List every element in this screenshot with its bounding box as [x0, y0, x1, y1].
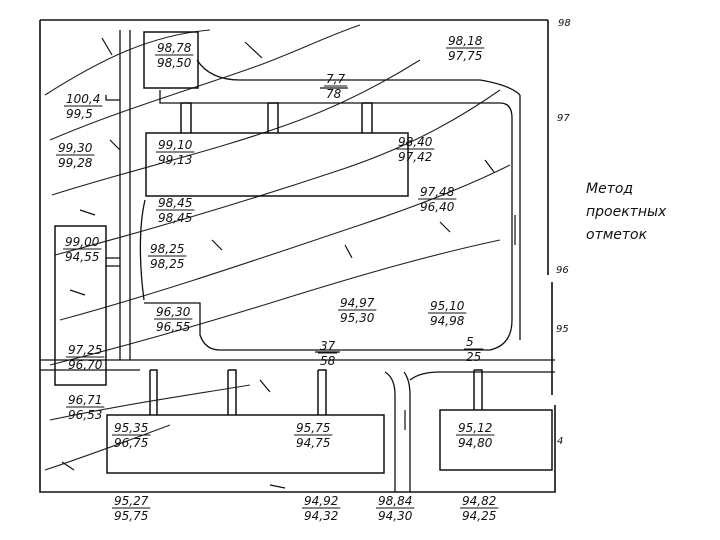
- slope-arrows: [61, 37, 516, 489]
- building: [143, 31, 199, 89]
- drives: [40, 30, 555, 492]
- elevation-existing: 94,55: [65, 250, 99, 264]
- elevation-existing: 94,25: [462, 509, 496, 523]
- elevation-existing: 95,75: [114, 509, 148, 523]
- elevation-existing: 98,25: [150, 257, 184, 271]
- contour-mark: 97: [557, 113, 570, 124]
- elevation-design: 99,30: [58, 141, 93, 155]
- elevation-design: 97,48: [420, 185, 455, 199]
- elevation-design: 95,27: [114, 494, 149, 508]
- elevation-design: 94,97: [340, 296, 375, 310]
- wing: [473, 369, 483, 410]
- caption-line: проектных: [586, 204, 667, 220]
- elevation-design: 96,30: [156, 305, 191, 319]
- elevation-design: 98,18: [448, 34, 483, 48]
- elevation-existing: 99,5: [66, 107, 93, 121]
- elevation-design: 95,12: [458, 421, 492, 435]
- elevation-design: 98,78: [157, 41, 192, 55]
- plan-base: [39, 19, 556, 493]
- elevation-existing: 98,50: [157, 56, 192, 70]
- buildings: [54, 31, 553, 474]
- caption-line: Метод: [586, 181, 634, 197]
- building: [106, 414, 385, 474]
- elevation-design: 98,40: [398, 135, 433, 149]
- elevation-existing: 96,70: [68, 358, 103, 372]
- elevation-design: 96,71: [68, 393, 102, 407]
- slope-value: 5: [466, 335, 474, 349]
- elevation-existing: 94,80: [458, 436, 493, 450]
- elevation-design: 98,45: [158, 196, 192, 210]
- wing: [317, 369, 327, 415]
- wing: [180, 102, 192, 133]
- elevation-design: 95,35: [114, 421, 148, 435]
- elevation-design: 98,84: [378, 494, 412, 508]
- elevation-existing: 98,45: [158, 211, 192, 225]
- elevation-design: 100,4: [66, 92, 100, 106]
- wing: [227, 369, 237, 415]
- contour-mark: 98: [558, 18, 571, 29]
- elevation-existing: 96,53: [68, 408, 102, 422]
- caption-line: отметок: [586, 227, 648, 243]
- elevation-design: 95,10: [430, 299, 465, 313]
- elevation-design: 94,92: [304, 494, 338, 508]
- slope-length: 58: [320, 354, 336, 368]
- building: [145, 132, 409, 197]
- slope-value: 37: [320, 339, 336, 353]
- elevation-existing: 94,98: [430, 314, 465, 328]
- slope-value: 7,7: [326, 72, 345, 86]
- elevation-design: 94,82: [462, 494, 496, 508]
- elevation-design: 99,10: [158, 138, 193, 152]
- wing: [149, 369, 158, 415]
- elevation-existing: 94,30: [378, 509, 413, 523]
- elevation-existing: 94,75: [296, 436, 330, 450]
- wing: [361, 102, 373, 133]
- elevation-design: 99,00: [65, 235, 100, 249]
- elevation-existing: 97,42: [398, 150, 432, 164]
- contour-lines: [44, 24, 511, 471]
- elevation-existing: 94,32: [304, 509, 338, 523]
- elevation-existing: 95,30: [340, 311, 375, 325]
- elevation-existing: 97,75: [448, 49, 482, 63]
- contour-mark: 96: [556, 265, 569, 276]
- elevation-design: 95,75: [296, 421, 330, 435]
- slope-length: 78: [326, 87, 342, 101]
- elevation-existing: 99,13: [158, 153, 192, 167]
- slope-length: 25: [466, 350, 481, 364]
- elevation-existing: 99,28: [58, 156, 93, 170]
- elevation-existing: 96,40: [420, 200, 455, 214]
- building: [54, 225, 107, 386]
- contour-mark: 4: [557, 436, 563, 447]
- elevation-design: 97,25: [68, 343, 102, 357]
- elevation-existing: 96,75: [114, 436, 148, 450]
- site-boundary: [39, 19, 556, 493]
- elevation-existing: 96,55: [156, 320, 190, 334]
- elevation-design: 98,25: [150, 242, 184, 256]
- building: [439, 409, 553, 471]
- contour-mark: 95: [556, 324, 569, 335]
